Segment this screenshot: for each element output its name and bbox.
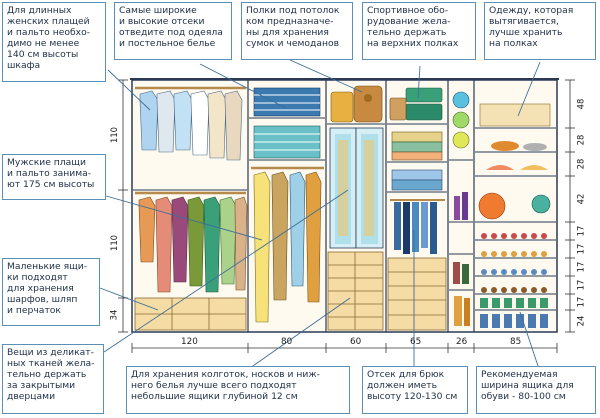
callout-shoes: Рекомендуемая ширина ящика для обуви - 8… [476, 366, 596, 414]
dim-right-7: 17 [575, 261, 586, 273]
dim-right-1: 48 [575, 98, 586, 110]
trousers [394, 202, 437, 254]
dim-right-3: 28 [575, 158, 586, 170]
leader-stretching [517, 61, 541, 117]
dim-bottom-4: 65 [410, 337, 422, 347]
narrow-column [449, 91, 473, 326]
dim-right-8: 17 [575, 279, 586, 291]
dim-left-2: 110 [109, 235, 119, 251]
sports-boxes [389, 87, 443, 121]
dim-right-4: 42 [575, 193, 586, 205]
callout-mens-coats: Мужские плащи и пальто занима- ют 175 см… [2, 154, 106, 200]
right-shelves [475, 103, 556, 328]
callout-trousers: Отсек для брюк должен иметь высоту 120-1… [362, 366, 468, 414]
glass-doors [329, 127, 384, 249]
leader-tights [249, 297, 351, 369]
dim-right-9: 17 [575, 296, 586, 308]
callout-delicate: Вещи из деликат- ных тканей жела- тельно… [2, 344, 104, 414]
upper-shirts [139, 90, 243, 161]
dim-left-3: 34 [108, 309, 119, 321]
dim-bottom-6: 85 [510, 337, 522, 347]
callout-stretching-clothes: Одежду, которая вытягивается, лучше хран… [484, 2, 596, 60]
dim-right-10: 24 [575, 315, 586, 327]
leader-ceiling [289, 59, 363, 93]
leader-small-boxes [99, 287, 159, 311]
leader-delicate [103, 189, 349, 353]
bags [330, 85, 383, 123]
leader-shoes [519, 311, 541, 373]
leader-long-coats [107, 69, 151, 111]
bedding-stacks [253, 87, 321, 159]
dim-bottom-2: 80 [281, 337, 293, 347]
leader-mens [105, 195, 263, 241]
callout-tights: Для хранения колготок, носков и ниж- нег… [126, 366, 350, 414]
dimension-lines [118, 79, 575, 353]
lower-coats [138, 196, 248, 293]
leader-wide [199, 63, 287, 109]
dim-bottom-5: 26 [456, 337, 468, 347]
leader-lines [99, 59, 541, 373]
drawers-right [387, 257, 447, 331]
callout-wide-compartments: Самые широкие и высокие отсеки отведите … [114, 2, 232, 60]
drawers-middle [327, 251, 384, 331]
dim-left-1: 110 [109, 127, 119, 143]
callout-small-boxes: Маленькие ящи- ки подходят для хранения … [2, 258, 100, 326]
folded-clothes [391, 131, 443, 191]
dim-right-2: 28 [575, 134, 586, 146]
dim-right-5: 17 [575, 225, 586, 237]
small-drawers-left [134, 297, 247, 331]
dim-bottom-3: 60 [350, 337, 362, 347]
leader-sports [417, 65, 421, 99]
callout-sports: Спортивное обо- рудование жела- тельно д… [362, 2, 476, 60]
dim-right-6: 17 [575, 243, 586, 255]
callout-ceiling-shelves: Полки под потолок ком предназначе- ны дл… [241, 2, 353, 60]
dim-bottom-1: 120 [181, 337, 198, 347]
callout-long-coats: Для длинных женских плащей и пальто необ… [2, 2, 106, 82]
